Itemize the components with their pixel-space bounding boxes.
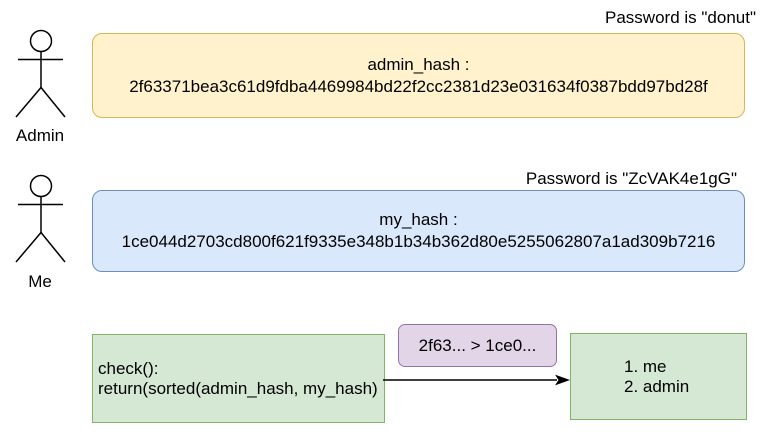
check-function-signature: check(): — [98, 358, 159, 378]
admin-hash-label: admin_hash : — [367, 54, 470, 74]
me-actor-label: Me — [28, 272, 52, 291]
admin-hash-box: admin_hash : 2f63371bea3c61d9fdba4469984… — [92, 33, 745, 118]
result-item-me: 1. me — [624, 356, 667, 376]
result-item-admin: 2. admin — [624, 376, 690, 396]
check-function-box: check(): return(sorted(admin_hash, my_ha… — [92, 334, 385, 423]
my-hash-label: my_hash : — [379, 210, 458, 229]
admin-person-icon — [15, 29, 66, 118]
me-password-note: Password is "ZcVAK4e1gG" — [525, 169, 737, 188]
me-person-icon — [15, 174, 66, 263]
hash-comparison-text: 2f63... > 1ce0... — [418, 335, 537, 355]
sort-result-box: 1. me 2. admin — [570, 333, 747, 420]
admin-password-note: Password is "donut" — [605, 8, 756, 27]
admin-actor-label: Admin — [15, 126, 65, 145]
my-hash-value: 1ce044d2703cd800f621f9335e348b1b34b362d8… — [121, 232, 716, 251]
my-hash-box: my_hash : 1ce044d2703cd800f621f9335e348b… — [92, 190, 745, 272]
flow-arrow-right — [383, 374, 570, 386]
hash-comparison-badge: 2f63... > 1ce0... — [398, 324, 557, 367]
admin-hash-value: 2f63371bea3c61d9fdba4469984bd22f2cc2381d… — [129, 76, 708, 96]
check-function-return: return(sorted(admin_hash, my_hash) — [98, 378, 378, 398]
